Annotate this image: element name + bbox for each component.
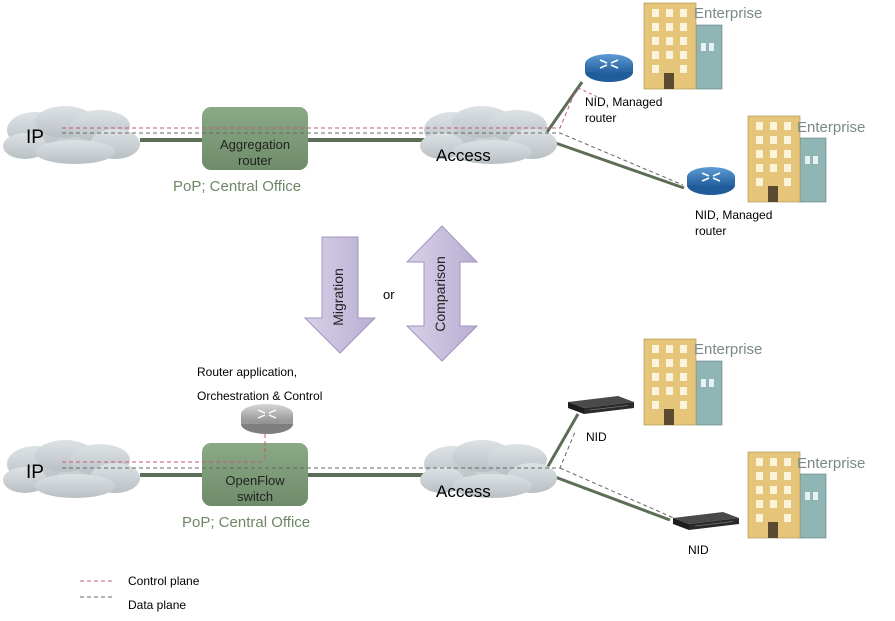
- bottom-ip-label: IP: [26, 462, 44, 483]
- aggregation-router-label: Aggregation router: [202, 137, 308, 169]
- aggregation-router-label-line2: router: [238, 153, 272, 168]
- openflow-switch-box: [202, 443, 308, 506]
- bottom-nid2-device-icon: [672, 511, 740, 531]
- bottom-pop-label: PoP; Central Office: [182, 514, 311, 531]
- top-nid1-label-line1: NID, Managed: [585, 95, 663, 109]
- bottom-nid1-device-icon: [567, 395, 635, 415]
- orchestration-control-label: Orchestration & Control: [197, 389, 323, 403]
- legend-data-plane-label: Data plane: [128, 598, 187, 612]
- top-enterprise1-label: Enterprise: [694, 5, 763, 22]
- top-link-access-nid2: [546, 138, 685, 190]
- bottom-nid2-label: NID: [688, 543, 709, 557]
- aggregation-router-label-line1: Aggregation: [219, 137, 291, 152]
- top-nid1-router-icon: [584, 53, 634, 83]
- top-nid2-label-line1: NID, Managed: [695, 208, 773, 222]
- bottom-enterprise1-label: Enterprise: [694, 341, 763, 358]
- openflow-switch-label-line2: switch: [236, 489, 274, 504]
- top-nid1-label-line2: router: [585, 111, 617, 125]
- top-diagram: [3, 2, 827, 203]
- top-enterprise2-label: Enterprise: [797, 119, 866, 136]
- openflow-switch-label: OpenFlow switch: [202, 473, 308, 505]
- top-control-plane-line: [62, 91, 576, 129]
- migration-arrow: [303, 236, 377, 354]
- comparison-arrow: [405, 225, 479, 362]
- openflow-switch-label-line1: OpenFlow: [225, 473, 285, 488]
- top-nid2-router-icon: [686, 166, 736, 196]
- aggregation-router-box: [202, 107, 308, 170]
- top-ip-cloud: [3, 106, 140, 164]
- or-label: or: [383, 287, 395, 302]
- top-ip-label: IP: [26, 127, 44, 148]
- top-nid2-label: NID, Managed router: [695, 207, 772, 239]
- comparison-label: Comparison: [432, 256, 448, 332]
- bottom-nid1-label: NID: [586, 430, 607, 444]
- top-link-access-nid1: [545, 81, 584, 133]
- bottom-ip-cloud: [3, 440, 140, 498]
- top-pop-label: PoP; Central Office: [173, 178, 302, 195]
- router-application-label: Router application,: [197, 365, 298, 379]
- bottom-link-access-nid2: [546, 472, 671, 522]
- top-nid2-label-line2: router: [695, 224, 727, 238]
- bottom-link-access-nid1: [545, 413, 580, 469]
- bottom-diagram: [3, 338, 827, 539]
- bottom-enterprise2-label: Enterprise: [797, 455, 866, 472]
- bottom-access-label: Access: [436, 482, 491, 501]
- top-access-label: Access: [436, 146, 491, 165]
- top-nid1-label: NID, Managed router: [585, 94, 662, 126]
- top-data-plane-line: [62, 132, 684, 186]
- controller-router-icon: [241, 404, 293, 434]
- migration-label: Migration: [330, 268, 346, 326]
- legend-control-plane-label: Control plane: [128, 574, 200, 588]
